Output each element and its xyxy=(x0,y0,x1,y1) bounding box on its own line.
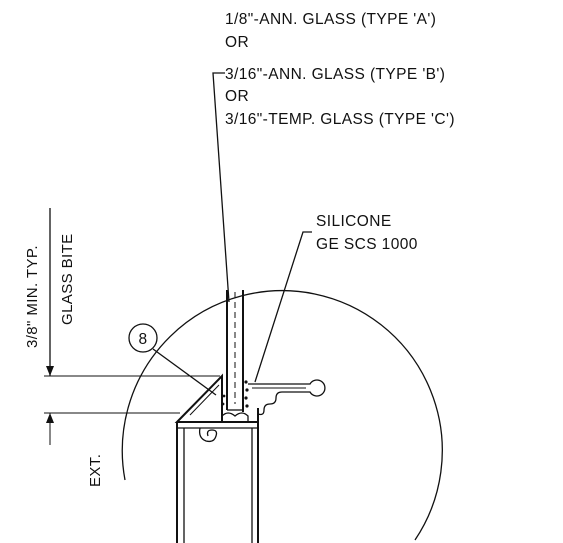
dimension-label: GLASS BITE xyxy=(59,233,76,325)
detail-tag-circle xyxy=(128,323,158,353)
silicone-callout-line-2: GE SCS 1000 xyxy=(316,236,418,253)
exterior-label: EXT. xyxy=(87,454,104,487)
detail-tag-number: 8 xyxy=(138,331,147,348)
glass-lite xyxy=(226,290,244,412)
frame-extrusion xyxy=(176,408,259,543)
glass-callout: 1/8"-ANN. GLASS (TYPE 'A') OR 3/16"-ANN.… xyxy=(225,11,455,128)
detail-tag: 8 xyxy=(128,323,217,396)
interior-gasket xyxy=(248,379,326,416)
dimension-value: 3/8" MIN. TYP. xyxy=(24,245,41,348)
glass-callout-line-3: 3/16"-ANN. GLASS (TYPE 'B') xyxy=(225,66,445,83)
exterior-gasket xyxy=(198,427,218,443)
silicone-callout-line-1: SILICONE xyxy=(316,213,392,230)
glass-callout-line-5: 3/16"-TEMP. GLASS (TYPE 'C') xyxy=(225,111,455,128)
setting-block xyxy=(221,412,249,423)
glass-callout-line-1: 1/8"-ANN. GLASS (TYPE 'A') xyxy=(225,11,436,28)
detail-circle-outline xyxy=(121,289,443,541)
glass-callout-line-2: OR xyxy=(225,34,249,51)
silicone-leader-line xyxy=(254,231,312,383)
glass-leader-line xyxy=(212,72,230,303)
silicone-callout: SILICONE GE SCS 1000 xyxy=(316,213,418,253)
dimension-arrow-top xyxy=(46,366,54,376)
detail-tag-leader xyxy=(152,348,217,396)
glass-callout-line-4: OR xyxy=(225,88,249,105)
